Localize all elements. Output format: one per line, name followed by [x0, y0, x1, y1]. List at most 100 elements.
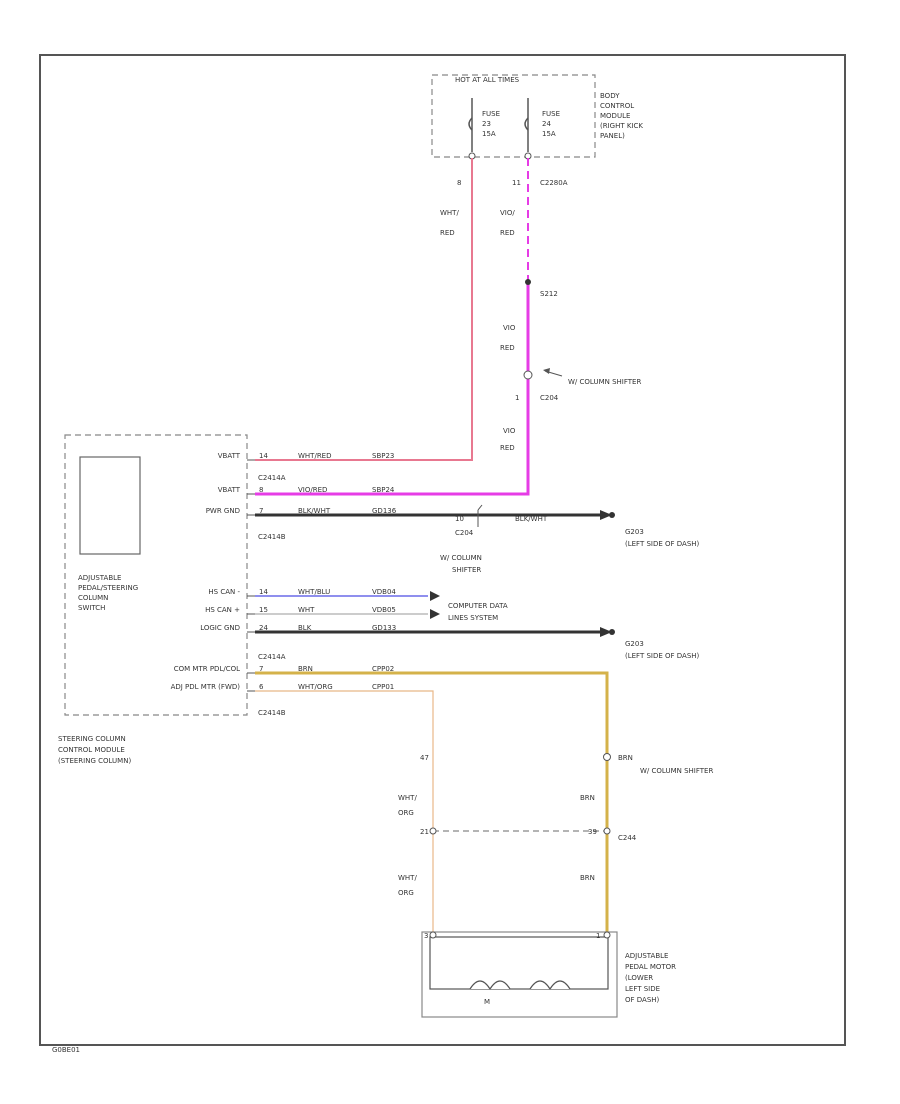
wire-color-7: WHT/ORG: [298, 683, 333, 691]
motor-box: [421, 931, 618, 1018]
motor-label-4: LEFT SIDE: [625, 985, 660, 993]
motor-symbol: M: [484, 998, 490, 1006]
circuit-id-4: VDB05: [372, 606, 396, 614]
bcm-label-2: CONTROL: [600, 102, 634, 110]
fuse1-line3: 15A: [482, 130, 496, 138]
vio-red-label-1a: VIO/: [500, 209, 515, 217]
can-bus: COMPUTER DATA LINES SYSTEM: [255, 591, 508, 622]
circuit-id-0: SBP23: [372, 452, 394, 460]
motor-circuit: 47 WHT/ ORG 21 WHT/ ORG BRN W/ COLUMN SH…: [255, 671, 713, 1018]
pin-21: 21: [420, 828, 429, 836]
wire-wht-org: [255, 690, 434, 932]
switch-label-1: ADJUSTABLE: [78, 574, 121, 582]
pin-label-2: PWR GND: [206, 507, 240, 515]
wht-org-label-1a: WHT/: [398, 794, 417, 802]
circuit-id-7: CPP01: [372, 683, 394, 691]
wire-brn: [255, 671, 609, 932]
pin-label-4: HS CAN +: [205, 606, 240, 614]
column-shifter-note-brn: W/ COLUMN SHIFTER: [640, 767, 713, 775]
brn-label-1: BRN: [580, 794, 595, 802]
wire-vio-red: [255, 282, 530, 496]
connector-c2414a-2: C2414A: [258, 653, 286, 661]
blk-wht-label: BLK/WHT: [515, 515, 548, 523]
splice-s212-dot: [525, 279, 531, 285]
brn-pin: BRN: [618, 754, 633, 762]
pin-number-7: 6: [259, 683, 264, 691]
vio-red-label-3b: RED: [500, 444, 515, 452]
connector-c2414a-1: C2414A: [258, 474, 286, 482]
motor-label-1: ADJUSTABLE: [625, 952, 668, 960]
switch-box: [79, 456, 141, 555]
upper-wires: WHT/ RED VIO/ RED S212 VIO RED W/ COLUMN…: [255, 158, 641, 496]
fuse2-line3: 15A: [542, 130, 556, 138]
bcm-label-3: MODULE: [600, 112, 630, 120]
circuit-id-5: GD133: [372, 624, 396, 632]
vio-red-label-2b: RED: [500, 344, 515, 352]
footer-code: G0BE01: [52, 1046, 80, 1054]
motor-winding: [469, 980, 511, 991]
wht-red-label-2: RED: [440, 229, 455, 237]
wire-wht-red: [255, 158, 473, 461]
pin-11: 11: [512, 179, 521, 187]
wht-org-label-2b: ORG: [398, 889, 414, 897]
wire-color-1: VIO/RED: [298, 486, 327, 494]
motor-label-3: (LOWER: [625, 974, 653, 982]
pin-number-3: 14: [259, 588, 268, 596]
column-shifter-note-c204: W/ COLUMN SHIFTER: [568, 378, 641, 386]
pin-number-1: 8: [259, 486, 263, 494]
motor-label-2: PEDAL MOTOR: [625, 963, 676, 971]
fuse-box-title: HOT AT ALL TIMES: [455, 76, 520, 84]
switch-label-2: PEDAL/STEERING: [78, 584, 138, 592]
pin-label-1: VBATT: [218, 486, 241, 494]
motor-pin-3: 3: [424, 932, 428, 940]
can-label-1: COMPUTER DATA: [448, 602, 508, 610]
can-label-2: LINES SYSTEM: [448, 614, 498, 622]
pin-label-7: ADJ PDL MTR (FWD): [171, 683, 241, 691]
pin-c204-1: 1: [515, 394, 519, 402]
logic-ground: G203 (LEFT SIDE OF DASH): [255, 627, 700, 660]
wire-color-6: BRN: [298, 665, 313, 673]
bcm-label-1: BODY: [600, 92, 620, 100]
wire-color-4: WHT: [298, 606, 315, 614]
circuit-id-3: VDB04: [372, 588, 396, 596]
pin-39: 39: [588, 828, 597, 836]
module-name-3: (STEERING COLUMN): [58, 757, 131, 765]
power-ground-branch: 10 C204 BLK/WHT W/ COLUMN SHIFTER G203 (…: [255, 504, 700, 574]
pin-47: 47: [420, 754, 429, 762]
steering-column-module: ADJUSTABLE PEDAL/STEERING COLUMN SWITCH …: [58, 434, 286, 765]
fuse1-line2: 23: [482, 120, 491, 128]
column-shifter-note-2: SHIFTER: [452, 566, 481, 574]
connector-c244: C244: [618, 834, 637, 842]
pin-number-4: 15: [259, 606, 268, 614]
bcm-label-5: PANEL): [600, 132, 625, 140]
brn-label-2: BRN: [580, 874, 595, 882]
bcm-label-4: (RIGHT KICK: [600, 122, 643, 130]
fuse2-line1: FUSE: [542, 110, 560, 118]
wht-red-label-1: WHT/: [440, 209, 459, 217]
pin-label-0: VBATT: [218, 452, 241, 460]
switch-label-4: SWITCH: [78, 604, 105, 612]
connector-c204-symbol: [523, 370, 533, 380]
wire-color-3: WHT/BLU: [298, 588, 330, 596]
module-outline: [64, 434, 248, 716]
g203-logic-label-2: (LEFT SIDE OF DASH): [625, 652, 700, 660]
column-shifter-note-1: W/ COLUMN: [440, 554, 482, 562]
circuit-id-2: GD136: [372, 507, 397, 515]
wire-color-2: BLK/WHT: [298, 507, 331, 515]
diagram-frame: [39, 54, 846, 1046]
connector-c2280a: C2280A: [540, 179, 568, 187]
pin-label-5: LOGIC GND: [200, 624, 240, 632]
fuse1-line1: FUSE: [482, 110, 500, 118]
vio-red-label-2a: VIO: [503, 324, 516, 332]
connector-c204-b: C204: [455, 529, 474, 537]
fuse-box-outline: [431, 74, 596, 158]
circuit-id-6: CPP02: [372, 665, 394, 673]
pin-10: 10: [455, 515, 464, 523]
wht-org-label-1b: ORG: [398, 809, 414, 817]
pin-8: 8: [457, 179, 461, 187]
module-name-1: STEERING COLUMN: [58, 735, 126, 743]
switch-label-3: COLUMN: [78, 594, 108, 602]
wht-org-label-2a: WHT/: [398, 874, 417, 882]
module-name-2: CONTROL MODULE: [58, 746, 125, 754]
